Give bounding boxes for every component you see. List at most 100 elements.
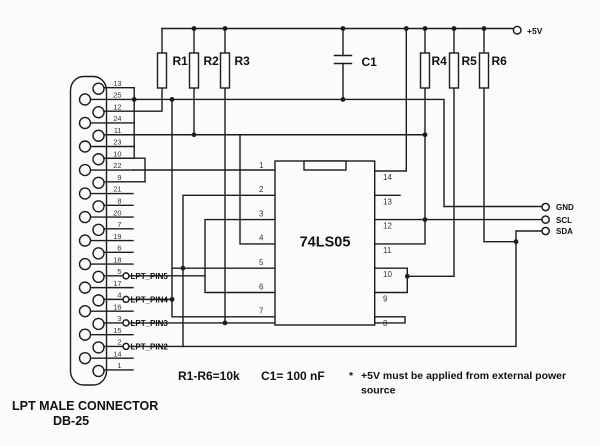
capacitor-label: C1 [362, 55, 378, 69]
db25-pin-hole [78, 257, 92, 271]
ic-pin-number-right: 14 [383, 173, 392, 182]
db25-pin-number: 17 [113, 279, 121, 288]
footnote-marker: * [349, 370, 354, 382]
ic-pin-number-right: 13 [383, 197, 392, 206]
junction-dot [422, 217, 428, 223]
wires [132, 27, 543, 348]
lpt-signal-label: LPT_PIN2 [131, 342, 169, 351]
ic-label: 74LS05 [300, 235, 351, 251]
resistor-label: R5 [462, 54, 478, 68]
junction-dot [131, 97, 137, 102]
resistor-label: R3 [235, 54, 251, 68]
db25-pin-hole [92, 153, 105, 166]
db25-pin-hole [78, 234, 92, 247]
resistor-label: R6 [492, 54, 508, 68]
terminal-label-sda: SDA [556, 227, 573, 236]
db25-pin-number: 12 [113, 102, 121, 111]
resistor-label: R2 [204, 54, 220, 68]
ic-pin-number-right: 9 [383, 295, 388, 304]
resistor-r6-body [478, 52, 490, 89]
db25-pin-hole [78, 304, 92, 318]
ic-body [274, 160, 376, 326]
lpt-signal-label: LPT_PIN4 [131, 295, 169, 304]
db25-pin-number: 20 [113, 208, 121, 217]
db25-pin-hole [78, 187, 92, 200]
db25-pin-number: 10 [113, 149, 121, 158]
terminal-sda [541, 226, 550, 236]
db25-pin-number: 5 [117, 267, 121, 276]
db25-pin-hole [78, 328, 92, 341]
db25-pin-number: 16 [113, 302, 121, 311]
terminal-gnd [541, 202, 550, 212]
db25-pin-number: 13 [113, 79, 121, 88]
ic-pin-number-left: 6 [259, 282, 264, 291]
db25-pin-hole [92, 176, 105, 189]
db25-pin-number: 7 [117, 220, 121, 229]
db25-pin-number: 22 [113, 161, 121, 170]
ic-notch [303, 160, 347, 171]
junction-dot [180, 265, 186, 271]
db25-pin-hole [78, 351, 92, 365]
db25-pin-hole [78, 93, 92, 106]
resistor-label: R4 [432, 54, 448, 68]
junction-dot [340, 97, 346, 102]
db25-pin-number: 8 [117, 197, 121, 206]
junction-dot [481, 26, 487, 31]
db25-pin-hole [78, 281, 92, 294]
footnote-line1: +5V must be applied from external power [361, 370, 566, 382]
resistor-r4-body [419, 52, 431, 89]
junction-dot [340, 26, 346, 31]
plus5v-terminal [512, 25, 522, 35]
ic-pin-number-right: 12 [383, 222, 392, 231]
junction-dots [131, 26, 519, 326]
lpt-signal-tap [122, 319, 130, 327]
ic-pin-number-left: 4 [259, 234, 264, 243]
db25-pin-number: 23 [113, 138, 121, 147]
ic-pin-number-right: 11 [383, 246, 392, 255]
terminal-scl [541, 215, 550, 224]
ic-pin-number-left: 5 [259, 258, 264, 267]
junction-dot [451, 26, 457, 31]
components [69, 52, 490, 386]
db25-pin-number: 19 [113, 232, 121, 241]
ic-pin-number-left: 3 [259, 209, 264, 218]
ic-pin-number-left: 7 [259, 307, 264, 316]
lpt-signal-label: LPT_PIN5 [131, 272, 169, 281]
db25-pin-hole [92, 247, 105, 260]
terminal-label-gnd: GND [556, 203, 574, 212]
ic-pin-number-right: 8 [383, 319, 388, 328]
plus5v-label: +5V [527, 26, 543, 36]
db25-pin-number: 6 [117, 244, 121, 253]
db25-pin-number: 9 [117, 173, 121, 182]
lpt-signal-tap [122, 295, 130, 304]
junction-dot [222, 26, 228, 31]
ground-rail [132, 98, 543, 208]
db25-pin-field: 1325122411231022921820719618517416315214… [78, 79, 134, 378]
footnote-line2: source [361, 385, 396, 397]
db25-pin-number: 25 [113, 91, 121, 100]
db25-pin-hole [92, 364, 105, 378]
db25-pin-hole [78, 210, 92, 224]
resistor-r3-body [219, 52, 231, 89]
ic-pin-number-right: 10 [383, 270, 392, 279]
db25-pin-hole [92, 270, 105, 284]
lpt-signal-tap [122, 272, 130, 280]
db25-pin-number: 2 [117, 338, 121, 347]
db25-pin-number: 15 [113, 326, 121, 335]
db25-pin-hole [92, 223, 105, 237]
junction-dot [404, 273, 410, 279]
lpt-signal-label: LPT_PIN3 [131, 319, 169, 328]
resistor-r2-body [188, 52, 200, 89]
db25-pin-hole [92, 200, 105, 213]
db25-pin-hole [92, 129, 105, 142]
db25-pin-hole [78, 140, 92, 153]
db25-pin-hole [92, 341, 105, 354]
junction-dot [222, 320, 228, 326]
db25-pin-hole [92, 317, 105, 331]
db25-pin-number: 11 [114, 126, 122, 135]
ic-pin-number-left: 2 [259, 185, 264, 194]
lpt-signal-tap [122, 342, 130, 351]
